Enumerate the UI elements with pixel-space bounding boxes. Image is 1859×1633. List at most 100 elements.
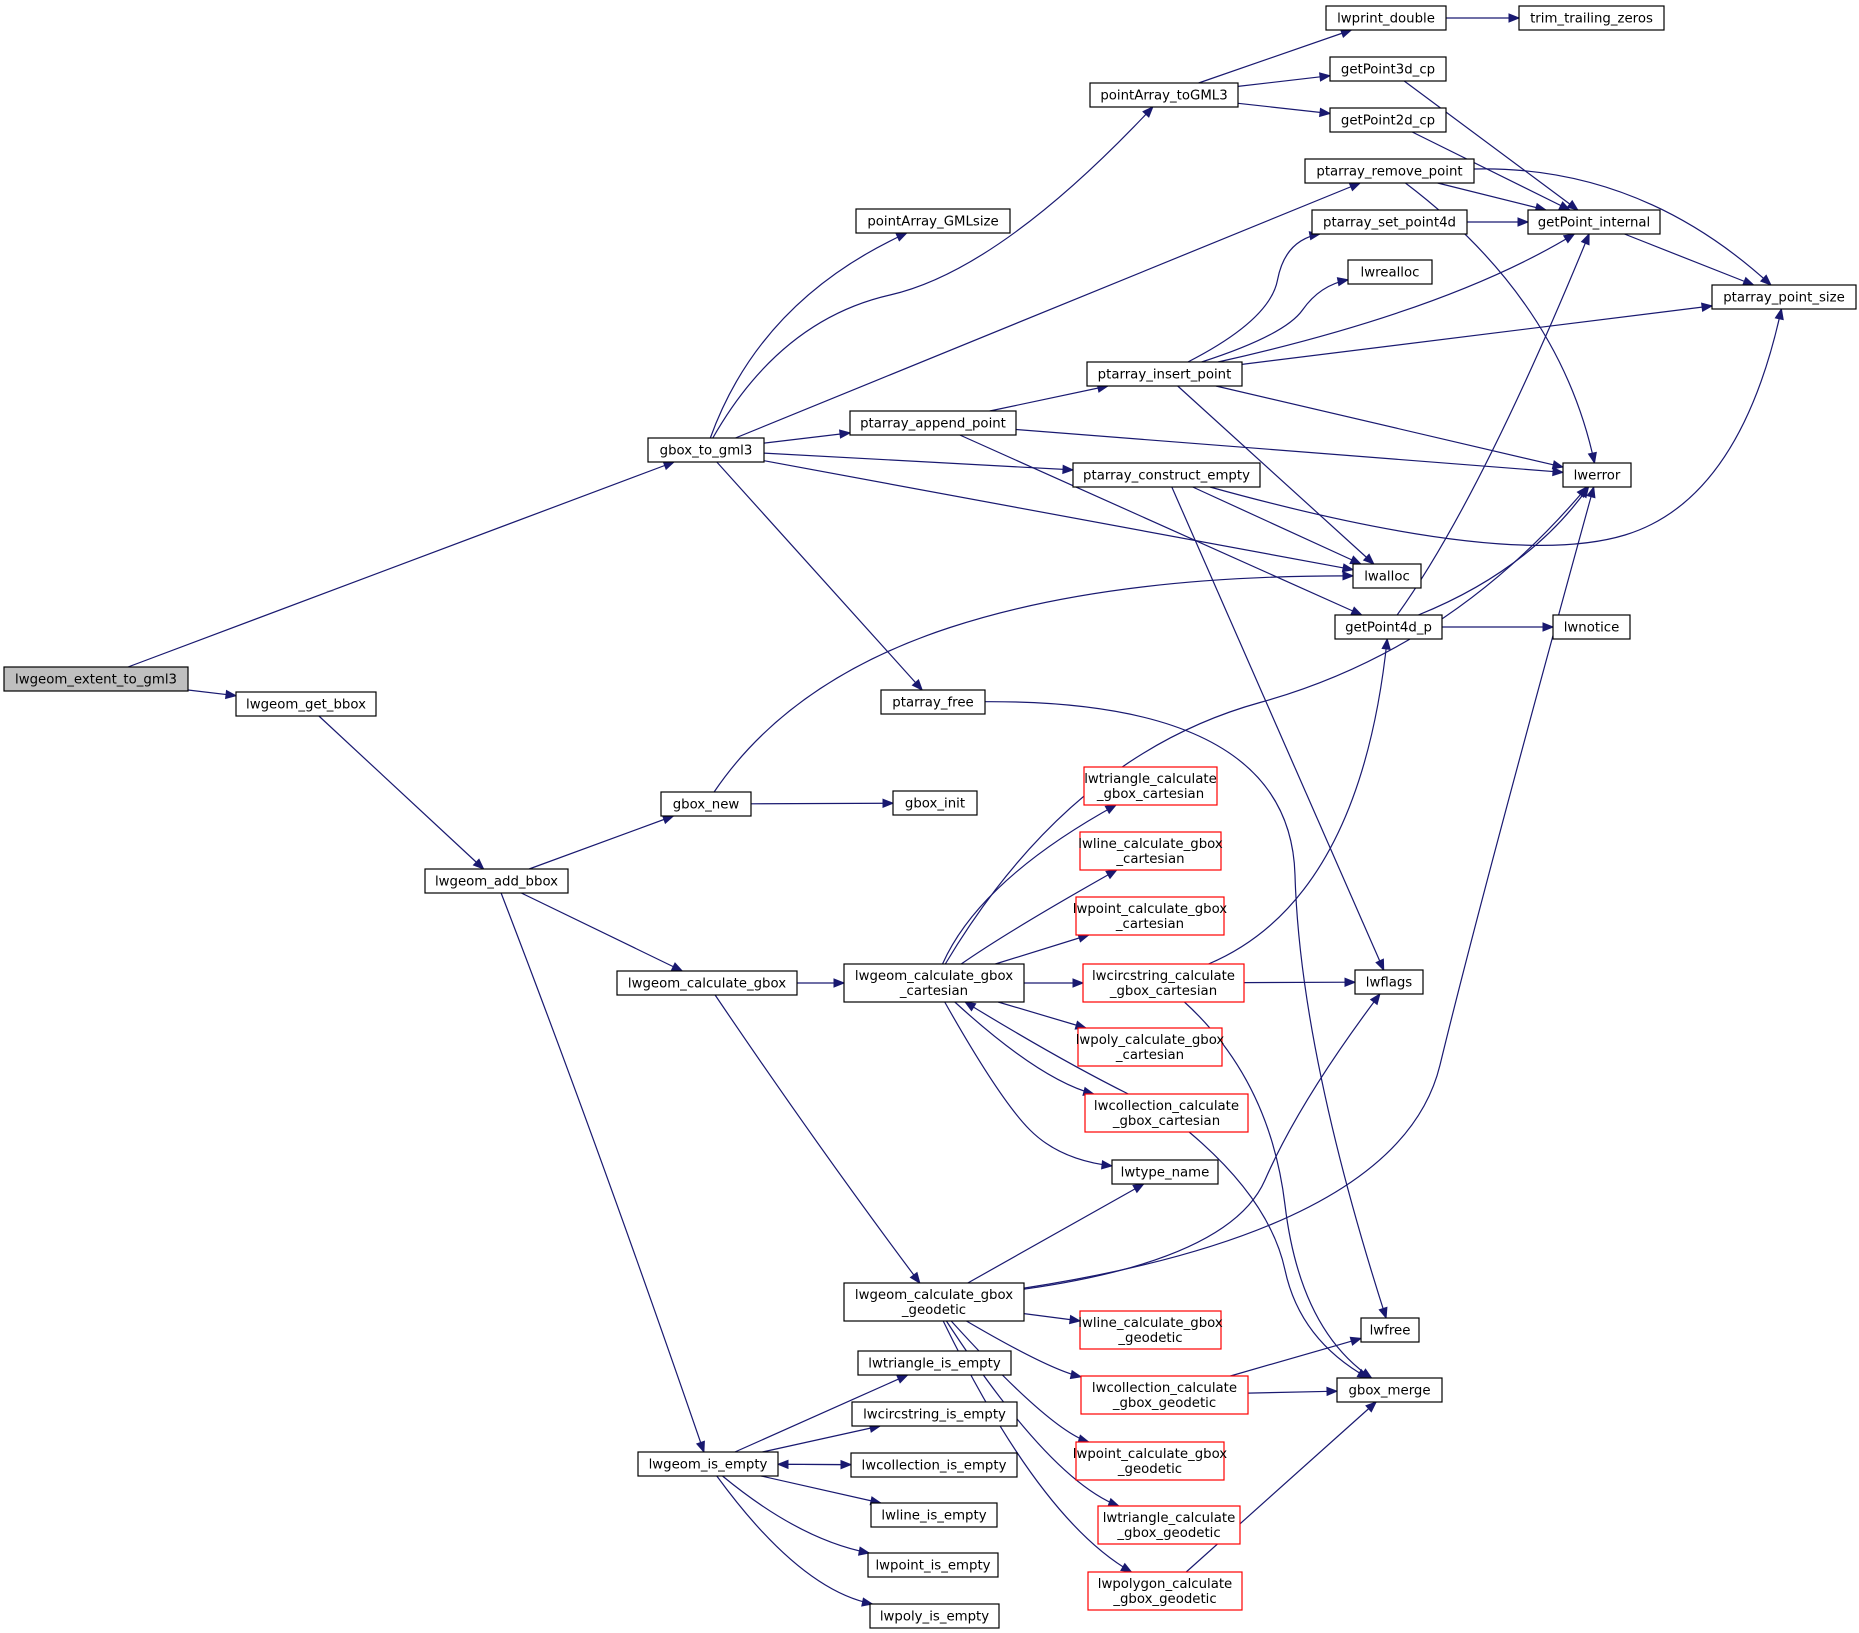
node-box[interactable] xyxy=(1083,766,1218,806)
node-box[interactable] xyxy=(1089,82,1239,108)
node-ptarray_append_point[interactable]: ptarray_append_point xyxy=(849,410,1017,436)
node-pointArray_toGML3[interactable]: pointArray_toGML3 xyxy=(1089,82,1239,108)
node-lwpoly_is_empty[interactable]: lwpoly_is_empty xyxy=(869,1603,1000,1629)
node-lwpoint_calculate_gbox_cartesian[interactable]: lwpoint_calculate_gbox_cartesian xyxy=(1073,896,1228,936)
node-getPoint3d_cp[interactable]: getPoint3d_cp xyxy=(1329,56,1447,82)
node-box[interactable] xyxy=(850,1452,1018,1478)
node-box[interactable] xyxy=(870,1502,998,1528)
node-box[interactable] xyxy=(1552,614,1631,640)
node-box[interactable] xyxy=(3,666,189,692)
node-box[interactable] xyxy=(1336,1377,1443,1403)
node-lwgeom_calculate_gbox_geodetic[interactable]: lwgeom_calculate_gbox_geodetic xyxy=(843,1282,1025,1322)
node-lwnotice[interactable]: lwnotice xyxy=(1552,614,1631,640)
node-box[interactable] xyxy=(867,1552,999,1578)
node-box[interactable] xyxy=(1087,1571,1243,1611)
node-gbox_new[interactable]: gbox_new xyxy=(660,791,752,817)
node-ptarray_free[interactable]: ptarray_free xyxy=(880,689,986,715)
node-box[interactable] xyxy=(660,791,752,817)
node-lwgeom_is_empty[interactable]: lwgeom_is_empty xyxy=(637,1451,779,1477)
node-ptarray_construct_empty[interactable]: ptarray_construct_empty xyxy=(1072,462,1261,488)
node-box[interactable] xyxy=(1077,1027,1223,1067)
node-lwtriangle_is_empty[interactable]: lwtriangle_is_empty xyxy=(857,1350,1012,1376)
node-box[interactable] xyxy=(855,208,1011,234)
node-lwline_calculate_gbox_cartesian[interactable]: lwline_calculate_gbox_cartesian xyxy=(1078,831,1223,871)
node-box[interactable] xyxy=(1354,969,1424,995)
node-box[interactable] xyxy=(843,1282,1025,1322)
node-box[interactable] xyxy=(1079,831,1222,871)
node-box[interactable] xyxy=(1111,1159,1219,1185)
node-box[interactable] xyxy=(424,868,569,894)
node-box[interactable] xyxy=(1518,5,1665,31)
node-box[interactable] xyxy=(1075,896,1225,936)
node-box[interactable] xyxy=(1325,5,1447,31)
node-lwprint_double[interactable]: lwprint_double xyxy=(1325,5,1447,31)
node-ptarray_set_point4d[interactable]: ptarray_set_point4d xyxy=(1311,209,1468,235)
node-box[interactable] xyxy=(857,1350,1012,1376)
node-box[interactable] xyxy=(1347,259,1433,285)
node-lwtriangle_calculate_gbox_geodetic[interactable]: lwtriangle_calculate_gbox_geodetic xyxy=(1097,1505,1241,1545)
node-gbox_init[interactable]: gbox_init xyxy=(892,790,978,816)
node-gbox_to_gml3[interactable]: gbox_to_gml3 xyxy=(647,437,765,463)
node-lwpoly_calculate_gbox_cartesian[interactable]: lwpoly_calculate_gbox_cartesian xyxy=(1076,1027,1225,1067)
node-ptarray_insert_point[interactable]: ptarray_insert_point xyxy=(1086,361,1243,387)
node-box[interactable] xyxy=(1562,462,1632,488)
node-lwcircstring_calculate_gbox_cartesian[interactable]: lwcircstring_calculate_gbox_cartesian xyxy=(1082,963,1245,1003)
node-box[interactable] xyxy=(235,691,377,717)
node-box[interactable] xyxy=(1329,56,1447,82)
node-box[interactable] xyxy=(1084,1093,1249,1133)
node-box[interactable] xyxy=(1711,284,1857,310)
node-ptarray_remove_point[interactable]: ptarray_remove_point xyxy=(1304,158,1475,184)
node-box[interactable] xyxy=(1080,1375,1249,1415)
node-box[interactable] xyxy=(1360,1317,1420,1343)
node-lwgeom_calculate_gbox[interactable]: lwgeom_calculate_gbox xyxy=(616,970,798,996)
node-lwpolygon_calculate_gbox_geodetic[interactable]: lwpolygon_calculate_gbox_geodetic xyxy=(1087,1571,1243,1611)
node-box[interactable] xyxy=(1075,1441,1225,1481)
node-box[interactable] xyxy=(1086,361,1243,387)
node-gbox_merge[interactable]: gbox_merge xyxy=(1336,1377,1443,1403)
node-lwpoint_calculate_gbox_geodetic[interactable]: lwpoint_calculate_gbox_geodetic xyxy=(1073,1441,1228,1481)
node-lwgeom_add_bbox[interactable]: lwgeom_add_bbox xyxy=(424,868,569,894)
node-lwgeom_get_bbox[interactable]: lwgeom_get_bbox xyxy=(235,691,377,717)
node-lwpoint_is_empty[interactable]: lwpoint_is_empty xyxy=(867,1552,999,1578)
node-box[interactable] xyxy=(843,963,1025,1003)
node-getPoint2d_cp[interactable]: getPoint2d_cp xyxy=(1329,107,1447,133)
node-lwcircstring_is_empty[interactable]: lwcircstring_is_empty xyxy=(851,1401,1018,1427)
node-lwalloc[interactable]: lwalloc xyxy=(1352,563,1422,589)
node-box[interactable] xyxy=(1082,963,1245,1003)
node-lwerror[interactable]: lwerror xyxy=(1562,462,1632,488)
node-lwrealloc[interactable]: lwrealloc xyxy=(1347,259,1433,285)
node-box[interactable] xyxy=(851,1401,1018,1427)
node-box[interactable] xyxy=(1334,614,1443,640)
node-box[interactable] xyxy=(1329,107,1447,133)
node-lwfree[interactable]: lwfree xyxy=(1360,1317,1420,1343)
node-ptarray_point_size[interactable]: ptarray_point_size xyxy=(1711,284,1857,310)
node-lwcollection_calculate_gbox_cartesian[interactable]: lwcollection_calculate_gbox_cartesian xyxy=(1084,1093,1249,1133)
node-box[interactable] xyxy=(1072,462,1261,488)
node-lwtriangle_calculate_gbox_cartesian[interactable]: lwtriangle_calculate_gbox_cartesian xyxy=(1083,766,1218,806)
node-box[interactable] xyxy=(1097,1505,1241,1545)
node-box[interactable] xyxy=(892,790,978,816)
node-box[interactable] xyxy=(880,689,986,715)
node-box[interactable] xyxy=(1527,209,1661,235)
node-getPoint_internal[interactable]: getPoint_internal xyxy=(1527,209,1661,235)
node-lwcollection_is_empty[interactable]: lwcollection_is_empty xyxy=(850,1452,1018,1478)
node-lwcollection_calculate_gbox_geodetic[interactable]: lwcollection_calculate_gbox_geodetic xyxy=(1080,1375,1249,1415)
node-box[interactable] xyxy=(1311,209,1468,235)
node-box[interactable] xyxy=(869,1603,1000,1629)
node-trim_trailing_zeros[interactable]: trim_trailing_zeros xyxy=(1518,5,1665,31)
node-box[interactable] xyxy=(1304,158,1475,184)
node-box[interactable] xyxy=(849,410,1017,436)
node-box[interactable] xyxy=(647,437,765,463)
node-lwline_is_empty[interactable]: lwline_is_empty xyxy=(870,1502,998,1528)
node-box[interactable] xyxy=(616,970,798,996)
node-getPoint4d_p[interactable]: getPoint4d_p xyxy=(1334,614,1443,640)
node-pointArray_GMLsize[interactable]: pointArray_GMLsize xyxy=(855,208,1011,234)
node-lwline_calculate_gbox_geodetic[interactable]: lwline_calculate_gbox_geodetic xyxy=(1078,1310,1223,1350)
node-lwflags[interactable]: lwflags xyxy=(1354,969,1424,995)
node-lwgeom_extent_to_gml3[interactable]: lwgeom_extent_to_gml3 xyxy=(3,666,189,692)
node-box[interactable] xyxy=(1079,1310,1222,1350)
node-lwtype_name[interactable]: lwtype_name xyxy=(1111,1159,1219,1185)
node-box[interactable] xyxy=(637,1451,779,1477)
node-box[interactable] xyxy=(1352,563,1422,589)
node-lwgeom_calculate_gbox_cartesian[interactable]: lwgeom_calculate_gbox_cartesian xyxy=(843,963,1025,1003)
